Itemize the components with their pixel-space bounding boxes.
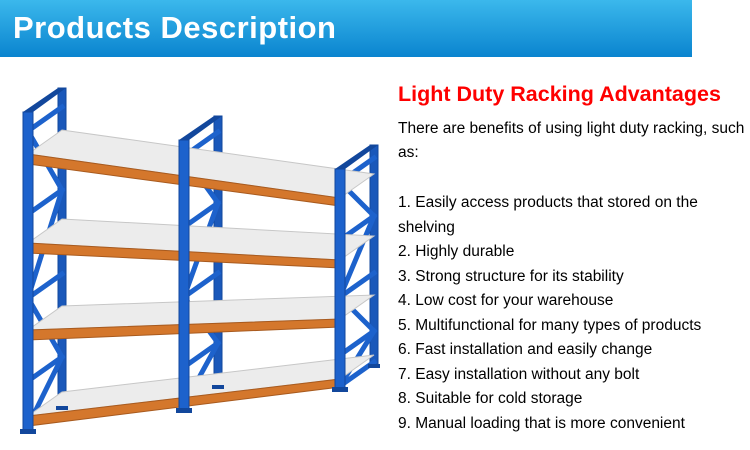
rack-front-post-left bbox=[22, 111, 34, 433]
rack-base-left bbox=[20, 429, 36, 434]
rack-base-mid bbox=[176, 408, 192, 413]
benefits-list: 1. Easily access products that stored on… bbox=[398, 191, 746, 436]
rack-top-cap-left bbox=[23, 88, 66, 112]
racking-svg bbox=[20, 87, 380, 434]
banner: Products Description bbox=[0, 0, 692, 57]
benefit-item-3: 3. Strong structure for its stability bbox=[398, 267, 624, 285]
rack-front-post-right bbox=[334, 168, 346, 391]
rack-base-back-left bbox=[56, 406, 68, 410]
benefit-item-7: 7. Easy installation without any bolt bbox=[398, 365, 640, 383]
content-panel: Light Duty Racking Advantages There are … bbox=[398, 82, 746, 436]
benefit-item-4: 4. Low cost for your warehouse bbox=[398, 292, 614, 309]
advantages-heading: Light Duty Racking Advantages bbox=[398, 82, 721, 106]
benefit-item-2: 2. Highly durable bbox=[398, 243, 515, 260]
rack-base-right bbox=[332, 387, 348, 392]
racking-illustration bbox=[20, 87, 380, 434]
benefit-item-5: 5. Multifunctional for many types of pro… bbox=[398, 316, 702, 334]
rack-base-back-mid bbox=[212, 385, 224, 389]
rack-top-cap-mid bbox=[179, 116, 222, 140]
benefit-item-1: 1. Easily access products that stored on… bbox=[398, 194, 698, 236]
benefit-item-6: 6. Fast installation and easily change bbox=[398, 341, 653, 358]
rack-top-cap-right bbox=[335, 145, 378, 169]
benefit-item-9: 9. Manual loading that is more convenien… bbox=[398, 414, 685, 432]
benefit-item-8: 8. Suitable for cold storage bbox=[398, 390, 583, 407]
banner-title: Products Description bbox=[13, 9, 337, 45]
rack-front-post-mid bbox=[178, 139, 190, 412]
intro-text: There are benefits of using light duty r… bbox=[398, 120, 745, 161]
rack-base-back-right bbox=[368, 364, 380, 368]
